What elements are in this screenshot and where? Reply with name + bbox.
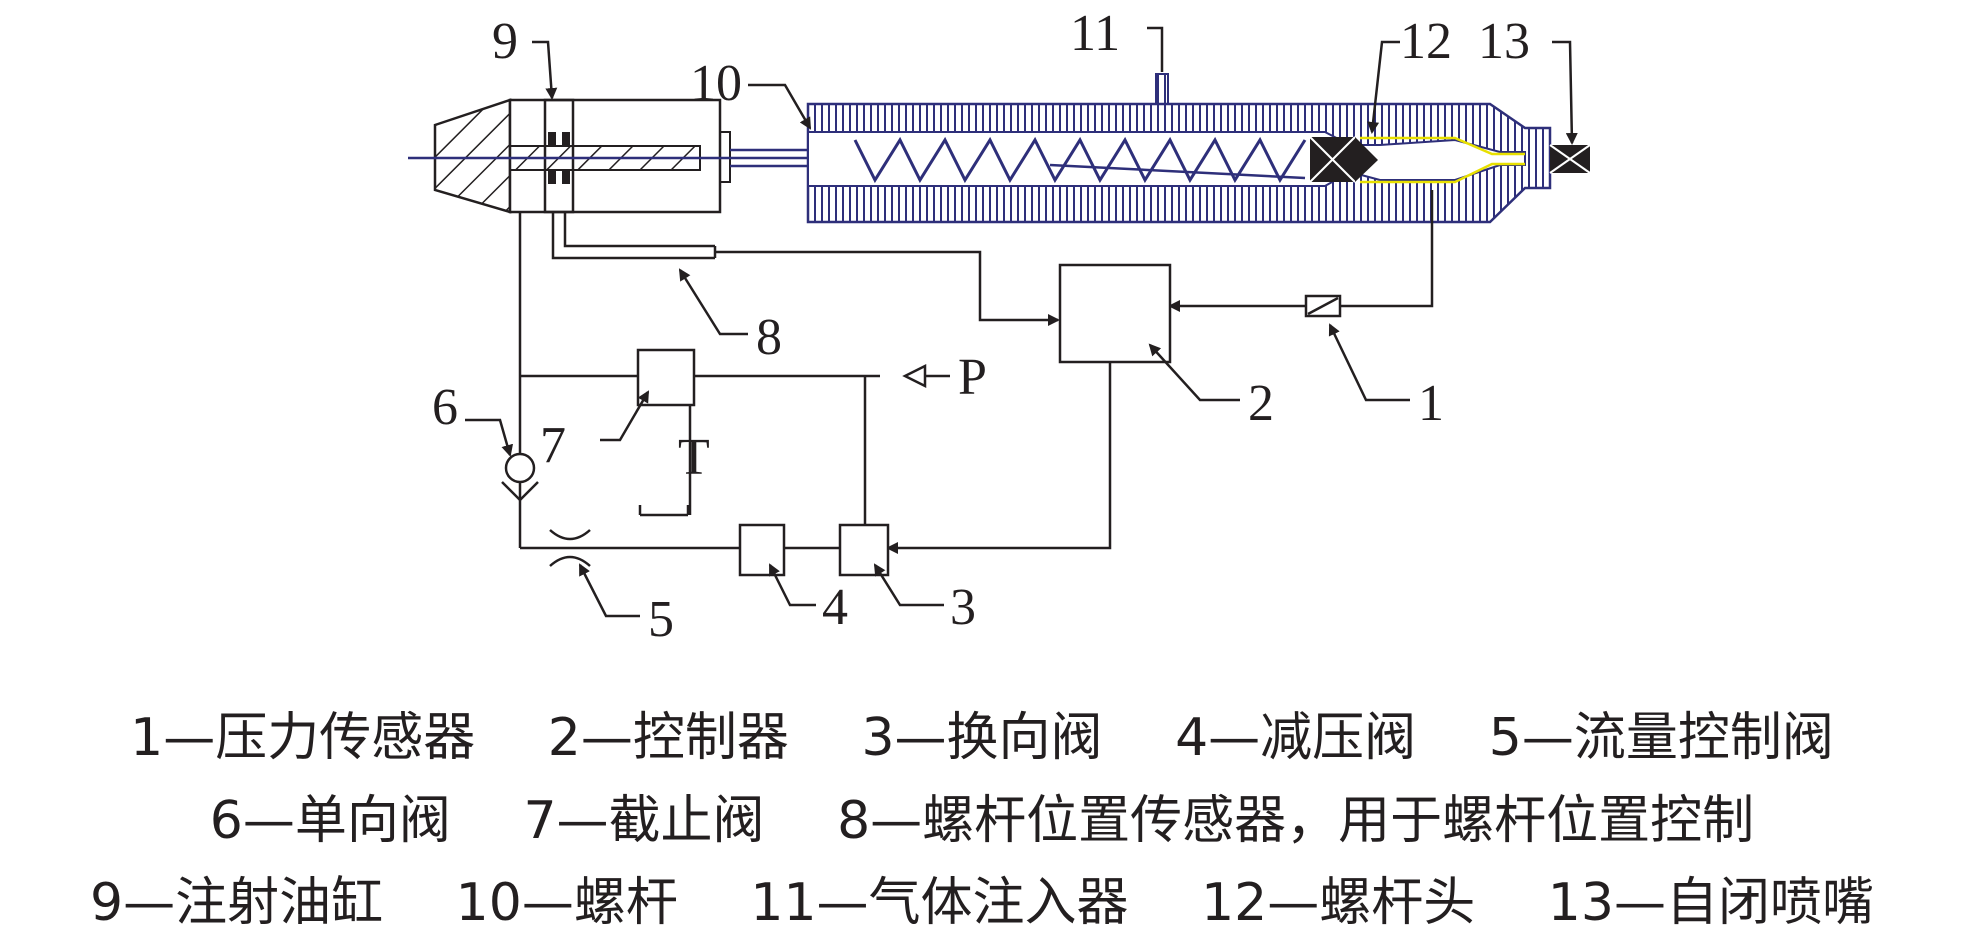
legend-item: 11—气体注入器 — [750, 873, 1129, 933]
label-10: 10 — [690, 55, 742, 112]
legend-row-1: 1—压力传感器 2—控制器 3—换向阀 4—减压阀 5—流量控制阀 — [0, 695, 1964, 770]
legend-item: 6—单向阀 — [209, 791, 451, 851]
label-3: 3 — [950, 579, 976, 636]
self-closing-nozzle — [1549, 144, 1591, 174]
screw-flights — [853, 136, 1307, 184]
legend-item: 2—控制器 — [547, 708, 789, 768]
label-4: 4 — [822, 579, 848, 636]
label-13: 13 — [1478, 13, 1530, 70]
legend-item: 8—螺杆位置传感器，用于螺杆位置控制 — [837, 791, 1755, 851]
legend-item: 12—螺杆头 — [1201, 873, 1476, 933]
legend-item: 5—流量控制阀 — [1488, 708, 1834, 768]
label-1: 1 — [1418, 375, 1444, 432]
label-2: 2 — [1248, 375, 1274, 432]
legend-item: 10—螺杆 — [455, 873, 678, 933]
injection-system-diagram: 1 2 3 4 5 6 7 8 9 10 11 12 13 P T — [408, 5, 1591, 648]
injection-cylinder — [433, 98, 731, 214]
legend-item: 7—截止阀 — [523, 791, 765, 851]
label-6: 6 — [432, 379, 458, 436]
check-valve — [501, 452, 539, 502]
legend-row-3: 9—注射油缸 10—螺杆 11—气体注入器 12—螺杆头 13—自闭喷嘴 — [0, 860, 1964, 935]
port-p-label: P — [958, 349, 987, 406]
port-t-label: T — [678, 429, 710, 486]
barrel — [806, 102, 1552, 224]
label-11: 11 — [1070, 5, 1120, 62]
legend-item: 1—压力传感器 — [130, 708, 476, 768]
directional-valve-box — [838, 523, 890, 577]
legend-item: 13—自闭喷嘴 — [1547, 873, 1874, 933]
label-7: 7 — [540, 417, 566, 474]
screw-head — [1309, 136, 1378, 183]
legend-row-2: 6—单向阀 7—截止阀 8—螺杆位置传感器，用于螺杆位置控制 — [0, 778, 1964, 853]
legend-item: 9—注射油缸 — [90, 873, 384, 933]
label-9: 9 — [492, 13, 518, 70]
hydraulic-lines — [518, 190, 1434, 554]
leader-lines — [465, 26, 1578, 618]
label-5: 5 — [648, 591, 674, 648]
label-12: 12 — [1400, 13, 1452, 70]
gas-injector — [1155, 73, 1169, 105]
legend-item: 4—减压阀 — [1175, 708, 1417, 768]
label-8: 8 — [756, 309, 782, 366]
legend-item: 3—换向阀 — [861, 708, 1103, 768]
reducing-valve-box — [738, 523, 786, 577]
